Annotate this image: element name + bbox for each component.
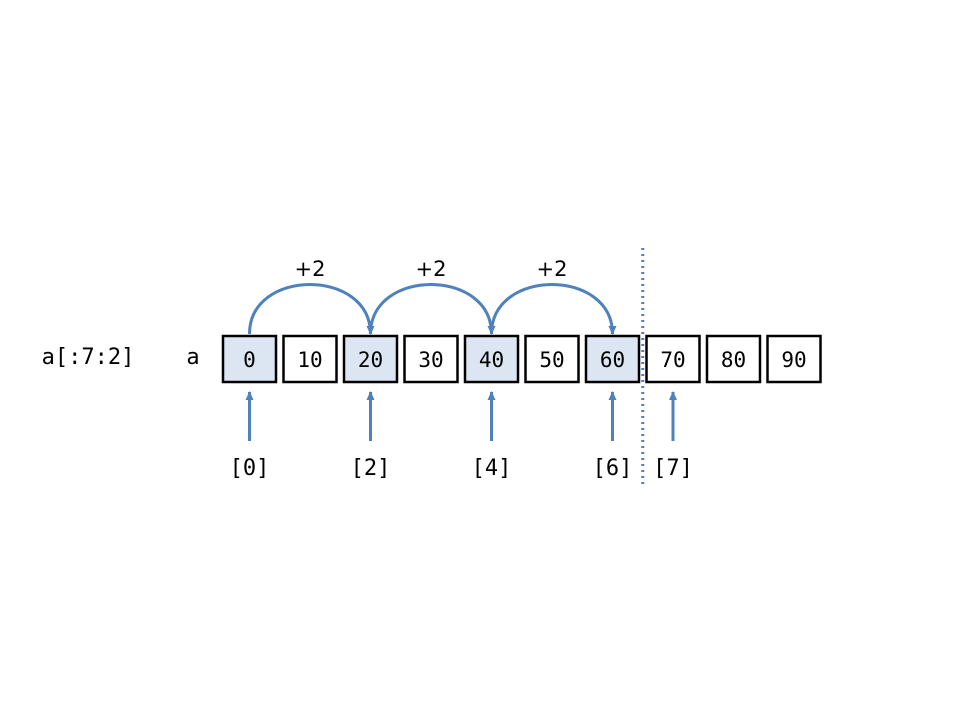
cell-box bbox=[463, 334, 520, 384]
cell-value: 20 bbox=[358, 348, 383, 372]
index-marker: [4] bbox=[472, 391, 512, 481]
step-label: +2 bbox=[416, 257, 447, 281]
index-marker: [7] bbox=[653, 391, 693, 481]
cell-box bbox=[766, 334, 822, 384]
array-cell: 0 bbox=[221, 334, 278, 384]
index-label: [6] bbox=[593, 456, 633, 481]
array-cell: 70 bbox=[645, 334, 701, 384]
cell-value: 50 bbox=[539, 348, 564, 372]
array-cell: 80 bbox=[705, 334, 762, 384]
cell-value: 30 bbox=[418, 348, 443, 372]
index-label: [4] bbox=[472, 456, 512, 481]
step-label: +2 bbox=[295, 257, 326, 281]
cell-value: 90 bbox=[781, 348, 806, 372]
index-markers: [0] [2] [4] [6] [7] bbox=[230, 391, 693, 481]
slice-expression: a[:7:2] bbox=[42, 345, 135, 370]
cell-value: 10 bbox=[297, 348, 322, 372]
index-label: [0] bbox=[230, 456, 270, 481]
array-cell: 40 bbox=[463, 334, 520, 384]
array-cell: 10 bbox=[282, 334, 338, 384]
array-cells: 0 10 20 30 40 50 60 70 80 90 bbox=[221, 334, 822, 384]
step-jump: +2 bbox=[490, 257, 617, 335]
array-cell: 20 bbox=[342, 334, 399, 384]
array-cell: 50 bbox=[524, 334, 580, 384]
index-label: [2] bbox=[351, 456, 391, 481]
cell-box bbox=[342, 334, 399, 384]
step-jumps: +2 +2 +2 bbox=[248, 257, 617, 335]
array-cell: 60 bbox=[584, 334, 641, 384]
cell-box bbox=[645, 334, 701, 384]
cell-box bbox=[524, 334, 580, 384]
step-jump: +2 bbox=[248, 257, 375, 335]
array-cell: 30 bbox=[403, 334, 459, 384]
index-marker: [0] bbox=[230, 391, 270, 481]
index-label: [7] bbox=[653, 456, 693, 481]
index-marker: [2] bbox=[351, 391, 391, 481]
index-marker: [6] bbox=[593, 391, 633, 481]
cell-box bbox=[403, 334, 459, 384]
array-cell: 90 bbox=[766, 334, 822, 384]
cell-box bbox=[705, 334, 762, 384]
cell-value: 70 bbox=[660, 348, 685, 372]
jump-arc bbox=[369, 283, 496, 335]
step-jump: +2 bbox=[369, 257, 496, 335]
cell-box bbox=[282, 334, 338, 384]
cell-value: 0 bbox=[243, 348, 256, 372]
step-label: +2 bbox=[537, 257, 568, 281]
cell-value: 40 bbox=[479, 348, 504, 372]
cell-box bbox=[584, 334, 641, 384]
jump-arc bbox=[248, 283, 375, 335]
cell-value: 60 bbox=[600, 348, 625, 372]
array-name-label: a bbox=[186, 345, 199, 370]
cell-value: 80 bbox=[721, 348, 746, 372]
cell-box bbox=[221, 334, 278, 384]
jump-arc bbox=[490, 283, 617, 335]
